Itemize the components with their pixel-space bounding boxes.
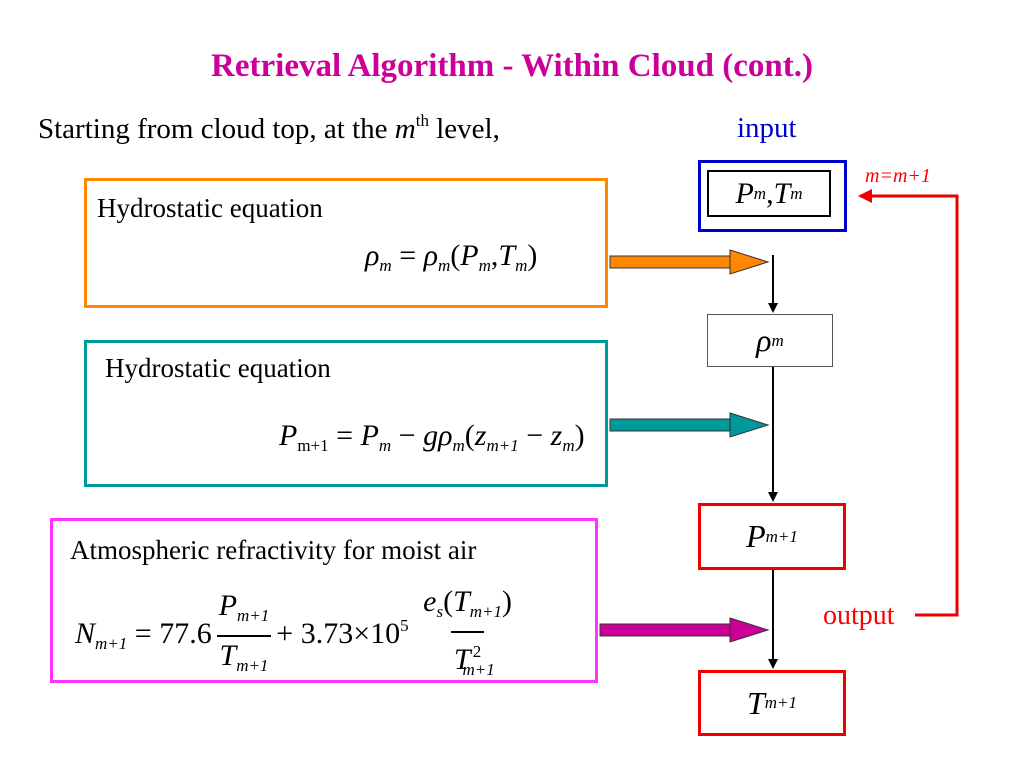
intro-var: m [394, 113, 416, 145]
intro-text: Starting from cloud top, at the mth leve… [38, 111, 500, 146]
refractivity-panel-title: Atmospheric refractivity for moist air [70, 535, 477, 565]
constant-c2: 3.73 [300, 616, 354, 650]
iteration-label: m=m+1 [865, 165, 931, 187]
page-title: Retrieval Algorithm - Within Cloud (cont… [211, 48, 813, 84]
pressure-panel-title: Hydrostatic equation [105, 353, 331, 383]
constant-exp-base: 10 [370, 616, 401, 650]
input-highlight-box [698, 160, 847, 232]
pressure-equation: Pm+1 = Pm − gρm(zm+1 − zm) [279, 419, 585, 455]
intro-prefix: Starting from cloud top, at the [38, 113, 395, 145]
pressure-arrow [609, 412, 770, 438]
density-panel: Hydrostatic equation ρm = ρm(Pm,Tm) [84, 178, 608, 308]
feedback-loop-arrow [858, 189, 959, 617]
constant-exp: 5 [400, 615, 409, 635]
constant-c1: 77.6 [159, 616, 212, 650]
density-arrow [609, 249, 770, 275]
refractivity-panel: Atmospheric refractivity for moist air N… [50, 518, 598, 683]
density-equation: ρm = ρm(Pm,Tm) [365, 239, 538, 275]
pressure-panel: Hydrostatic equation Pm+1 = Pm − gρm(zm+… [84, 340, 608, 487]
input-label: input [737, 112, 797, 144]
refractivity-arrow [599, 617, 770, 643]
density-panel-title: Hydrostatic equation [97, 193, 323, 223]
intro-suffix: level, [428, 113, 500, 145]
output-label: output [823, 600, 895, 631]
intro-sup: th [415, 111, 429, 130]
